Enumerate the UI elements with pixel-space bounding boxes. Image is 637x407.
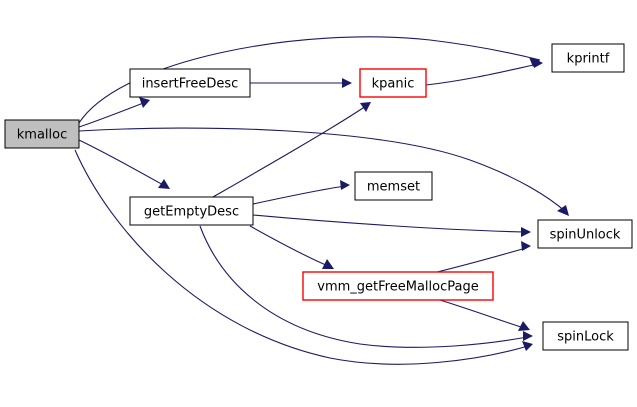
node-box[interactable] (354, 171, 433, 201)
edge-line (249, 225, 329, 267)
arrowhead-icon (518, 321, 530, 331)
arrowhead-icon (533, 58, 543, 68)
edge-insertFreeDesc-to-kpanic (250, 78, 352, 88)
edge-line (199, 225, 528, 348)
node-box[interactable] (537, 219, 633, 249)
node-box[interactable] (4, 119, 80, 149)
arrowhead-icon (139, 97, 150, 108)
edge-getEmptyDesc-to-spinLock (199, 225, 533, 348)
edge-kmalloc-to-getEmptyDesc (78, 139, 170, 189)
edge-line (252, 214, 526, 233)
node-label: spinLock (557, 330, 614, 345)
node-box[interactable] (302, 271, 494, 301)
edge-kmalloc-to-spinUnlock (78, 127, 569, 216)
node-label: kprintf (567, 52, 610, 67)
edge-vmm_getFreeMallocPage-to-spinUnlock (436, 241, 531, 273)
node-label: memset (367, 180, 420, 195)
edge-line (439, 299, 525, 329)
node-label: getEmptyDesc (144, 205, 239, 220)
arrowhead-icon (523, 331, 533, 341)
arrowhead-icon (340, 180, 350, 190)
edge-line (425, 63, 539, 86)
arrowhead-icon (360, 102, 371, 112)
node-label: kmalloc (17, 128, 67, 143)
node-box[interactable] (359, 68, 427, 98)
edge-line (78, 127, 567, 213)
graph-node-spinLock[interactable]: spinLock (542, 321, 629, 351)
node-box[interactable] (551, 43, 625, 73)
arrowhead-icon (342, 78, 352, 88)
edge-line (212, 105, 367, 198)
graph-node-getEmptyDesc[interactable]: getEmptyDesc (129, 196, 254, 226)
arrowhead-icon (322, 259, 334, 269)
arrowhead-icon (521, 227, 531, 237)
node-box[interactable] (542, 321, 629, 351)
node-label: insertFreeDesc (142, 77, 239, 92)
arrowhead-icon (522, 341, 533, 351)
edge-vmm_getFreeMallocPage-to-spinLock (439, 299, 530, 331)
edge-line (436, 247, 527, 273)
graph-node-spinUnlock[interactable]: spinUnlock (537, 219, 633, 249)
node-label: vmm_getFreeMallocPage (317, 280, 478, 295)
node-label: spinUnlock (550, 228, 621, 243)
edge-layer (74, 36, 569, 365)
node-label: kpanic (372, 77, 415, 92)
graph-node-kprintf[interactable]: kprintf (551, 43, 625, 73)
graph-node-memset[interactable]: memset (354, 171, 433, 201)
graph-node-vmm_getFreeMallocPage[interactable]: vmm_getFreeMallocPage (302, 271, 494, 301)
edge-kpanic-to-kprintf (425, 58, 543, 86)
edge-line (74, 149, 529, 365)
edge-getEmptyDesc-to-spinUnlock (252, 214, 531, 237)
arrowhead-icon (557, 205, 569, 216)
edge-line (78, 139, 166, 187)
arrowhead-icon (158, 179, 170, 189)
edge-getEmptyDesc-to-kpanic (212, 102, 371, 198)
edge-line (78, 101, 147, 128)
node-layer: kmalloc insertFreeDesc kpanic kprintf getEmp… (4, 43, 633, 351)
node-box[interactable] (129, 68, 251, 98)
edge-getEmptyDesc-to-memset (252, 180, 350, 205)
graph-node-kpanic[interactable]: kpanic (359, 68, 427, 98)
edge-kmalloc-to-insertFreeDesc (78, 97, 150, 128)
edge-line (252, 185, 346, 205)
node-box[interactable] (129, 196, 254, 226)
edge-getEmptyDesc-to-vmm_getFreeMallocPage (249, 225, 334, 269)
graph-node-kmalloc[interactable]: kmalloc (4, 119, 80, 149)
graph-node-insertFreeDesc[interactable]: insertFreeDesc (129, 68, 251, 98)
edge-kmalloc-to-spinLock (74, 149, 533, 365)
arrowhead-icon (521, 241, 531, 251)
